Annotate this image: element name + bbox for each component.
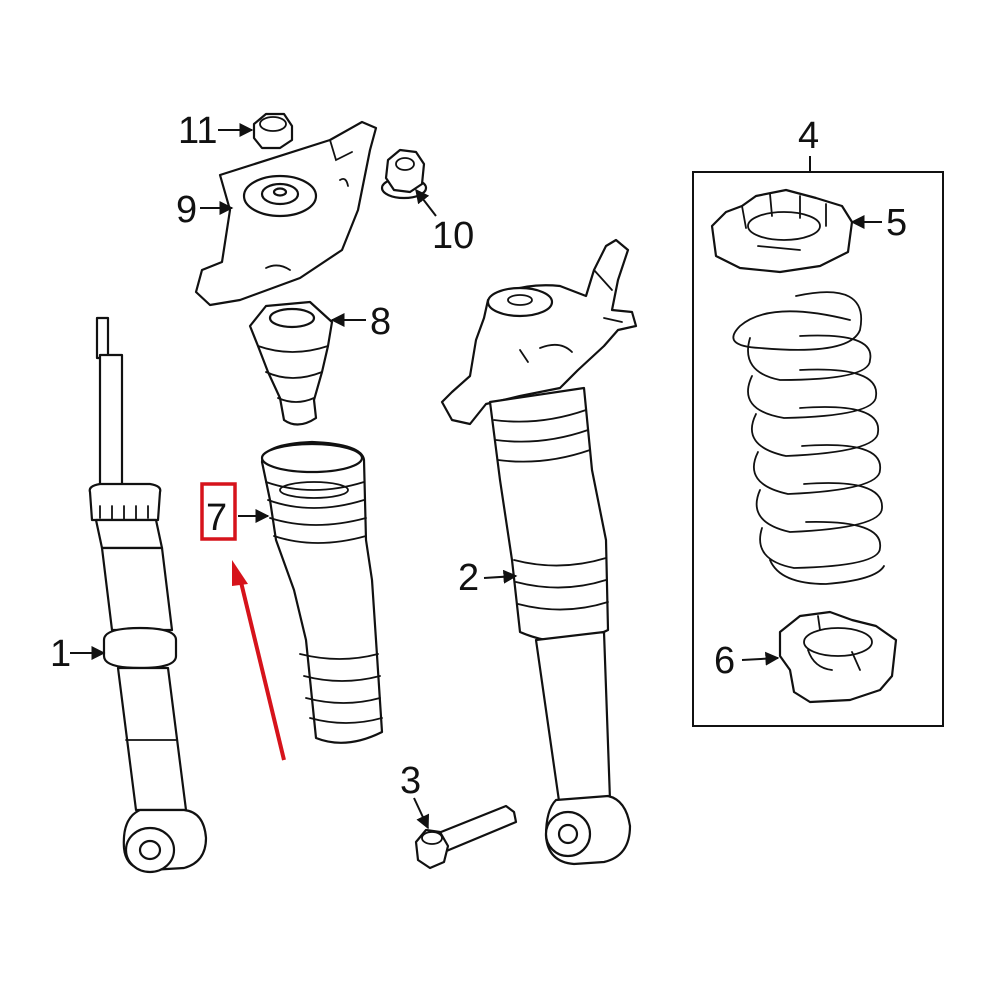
part-9-upper-mount-bracket	[194, 120, 378, 307]
part-2-air-strut	[440, 238, 638, 866]
callout-7: 7	[206, 497, 227, 539]
part-4-spring-kit-box	[692, 171, 944, 727]
callout-8: 8	[370, 301, 391, 343]
callout-3: 3	[400, 760, 421, 802]
highlight-arrow	[232, 560, 286, 761]
callout-2: 2	[458, 557, 479, 599]
callout-10: 10	[432, 215, 474, 257]
highlight-callout-7	[200, 482, 286, 761]
highlight-box	[200, 482, 237, 541]
part-5-upper-spring-seat	[710, 188, 854, 274]
callout-1: 1	[50, 633, 71, 675]
callout-4: 4	[798, 115, 819, 157]
callout-11: 11	[178, 110, 217, 152]
part-3-bolt	[414, 804, 518, 870]
part-11-nut	[252, 112, 294, 150]
leader-lines	[70, 123, 882, 830]
callout-numbers: 1 2 3 4 5 6 7 8 9 10 11	[50, 110, 907, 802]
coil-spring	[732, 291, 885, 585]
part-7-dust-boot	[260, 440, 384, 744]
part-6-lower-spring-seat	[778, 610, 898, 704]
part-8-bump-stop	[248, 300, 334, 426]
callout-6: 6	[714, 640, 735, 682]
callout-9: 9	[176, 189, 197, 231]
callout-5: 5	[886, 202, 907, 244]
part-10-flange-nut	[380, 148, 428, 200]
part-1-shock-absorber	[88, 316, 208, 874]
